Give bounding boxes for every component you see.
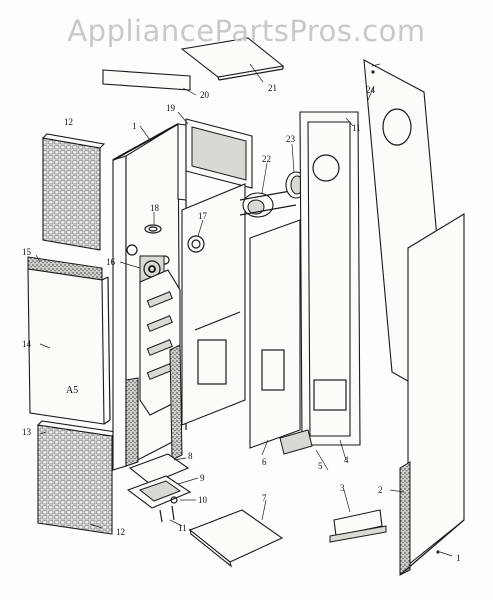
base-plate (188, 509, 284, 563)
callout-18: 18 (150, 203, 159, 213)
callout-19: 19 (166, 103, 175, 113)
panel-marking: A5 (66, 385, 79, 396)
callout-7: 7 (262, 493, 267, 503)
callout-17: 17 (198, 211, 207, 221)
callout-20: 20 (200, 90, 209, 100)
callout-12-top: 12 (64, 117, 73, 127)
callout-8: 8 (188, 451, 193, 461)
burner-tray (128, 453, 190, 485)
lower-bracket (279, 429, 313, 455)
front-panel (27, 268, 105, 425)
callout-6: 6 (262, 457, 267, 467)
callout-11-bottom: 11 (178, 523, 187, 533)
callout-2: 2 (378, 485, 383, 495)
callout-23: 23 (286, 134, 295, 144)
inner-side-panel (249, 219, 301, 449)
inner-back-panel (181, 183, 246, 426)
vent-ring (187, 235, 205, 253)
callout-3: 3 (340, 483, 345, 493)
callout-21: 21 (268, 83, 277, 93)
upper-grille (42, 137, 101, 251)
front-strip (102, 69, 191, 91)
callout-16: 16 (106, 257, 115, 267)
cabinet-right-side (407, 213, 465, 567)
callout-14: 14 (22, 339, 31, 349)
callout-13: 13 (22, 427, 31, 437)
callout-11-top: 11 (352, 123, 361, 133)
cabinet-back (177, 123, 187, 201)
callout-4: 4 (344, 455, 349, 465)
callout-15: 15 (22, 247, 31, 257)
callout-22: 22 (262, 154, 271, 164)
callout-24: 24 (366, 85, 375, 95)
callout-5: 5 (318, 461, 323, 471)
callout-10: 10 (198, 495, 207, 505)
lower-grille (37, 424, 113, 535)
cabinet-left-side (112, 155, 127, 471)
callout-1-top: 1 (132, 121, 137, 131)
bottom-rail (333, 509, 383, 537)
grommet (144, 224, 162, 234)
callout-12-bottom: 12 (116, 527, 125, 537)
callout-1-bottom: 1 (456, 553, 461, 563)
callout-9: 9 (200, 473, 205, 483)
